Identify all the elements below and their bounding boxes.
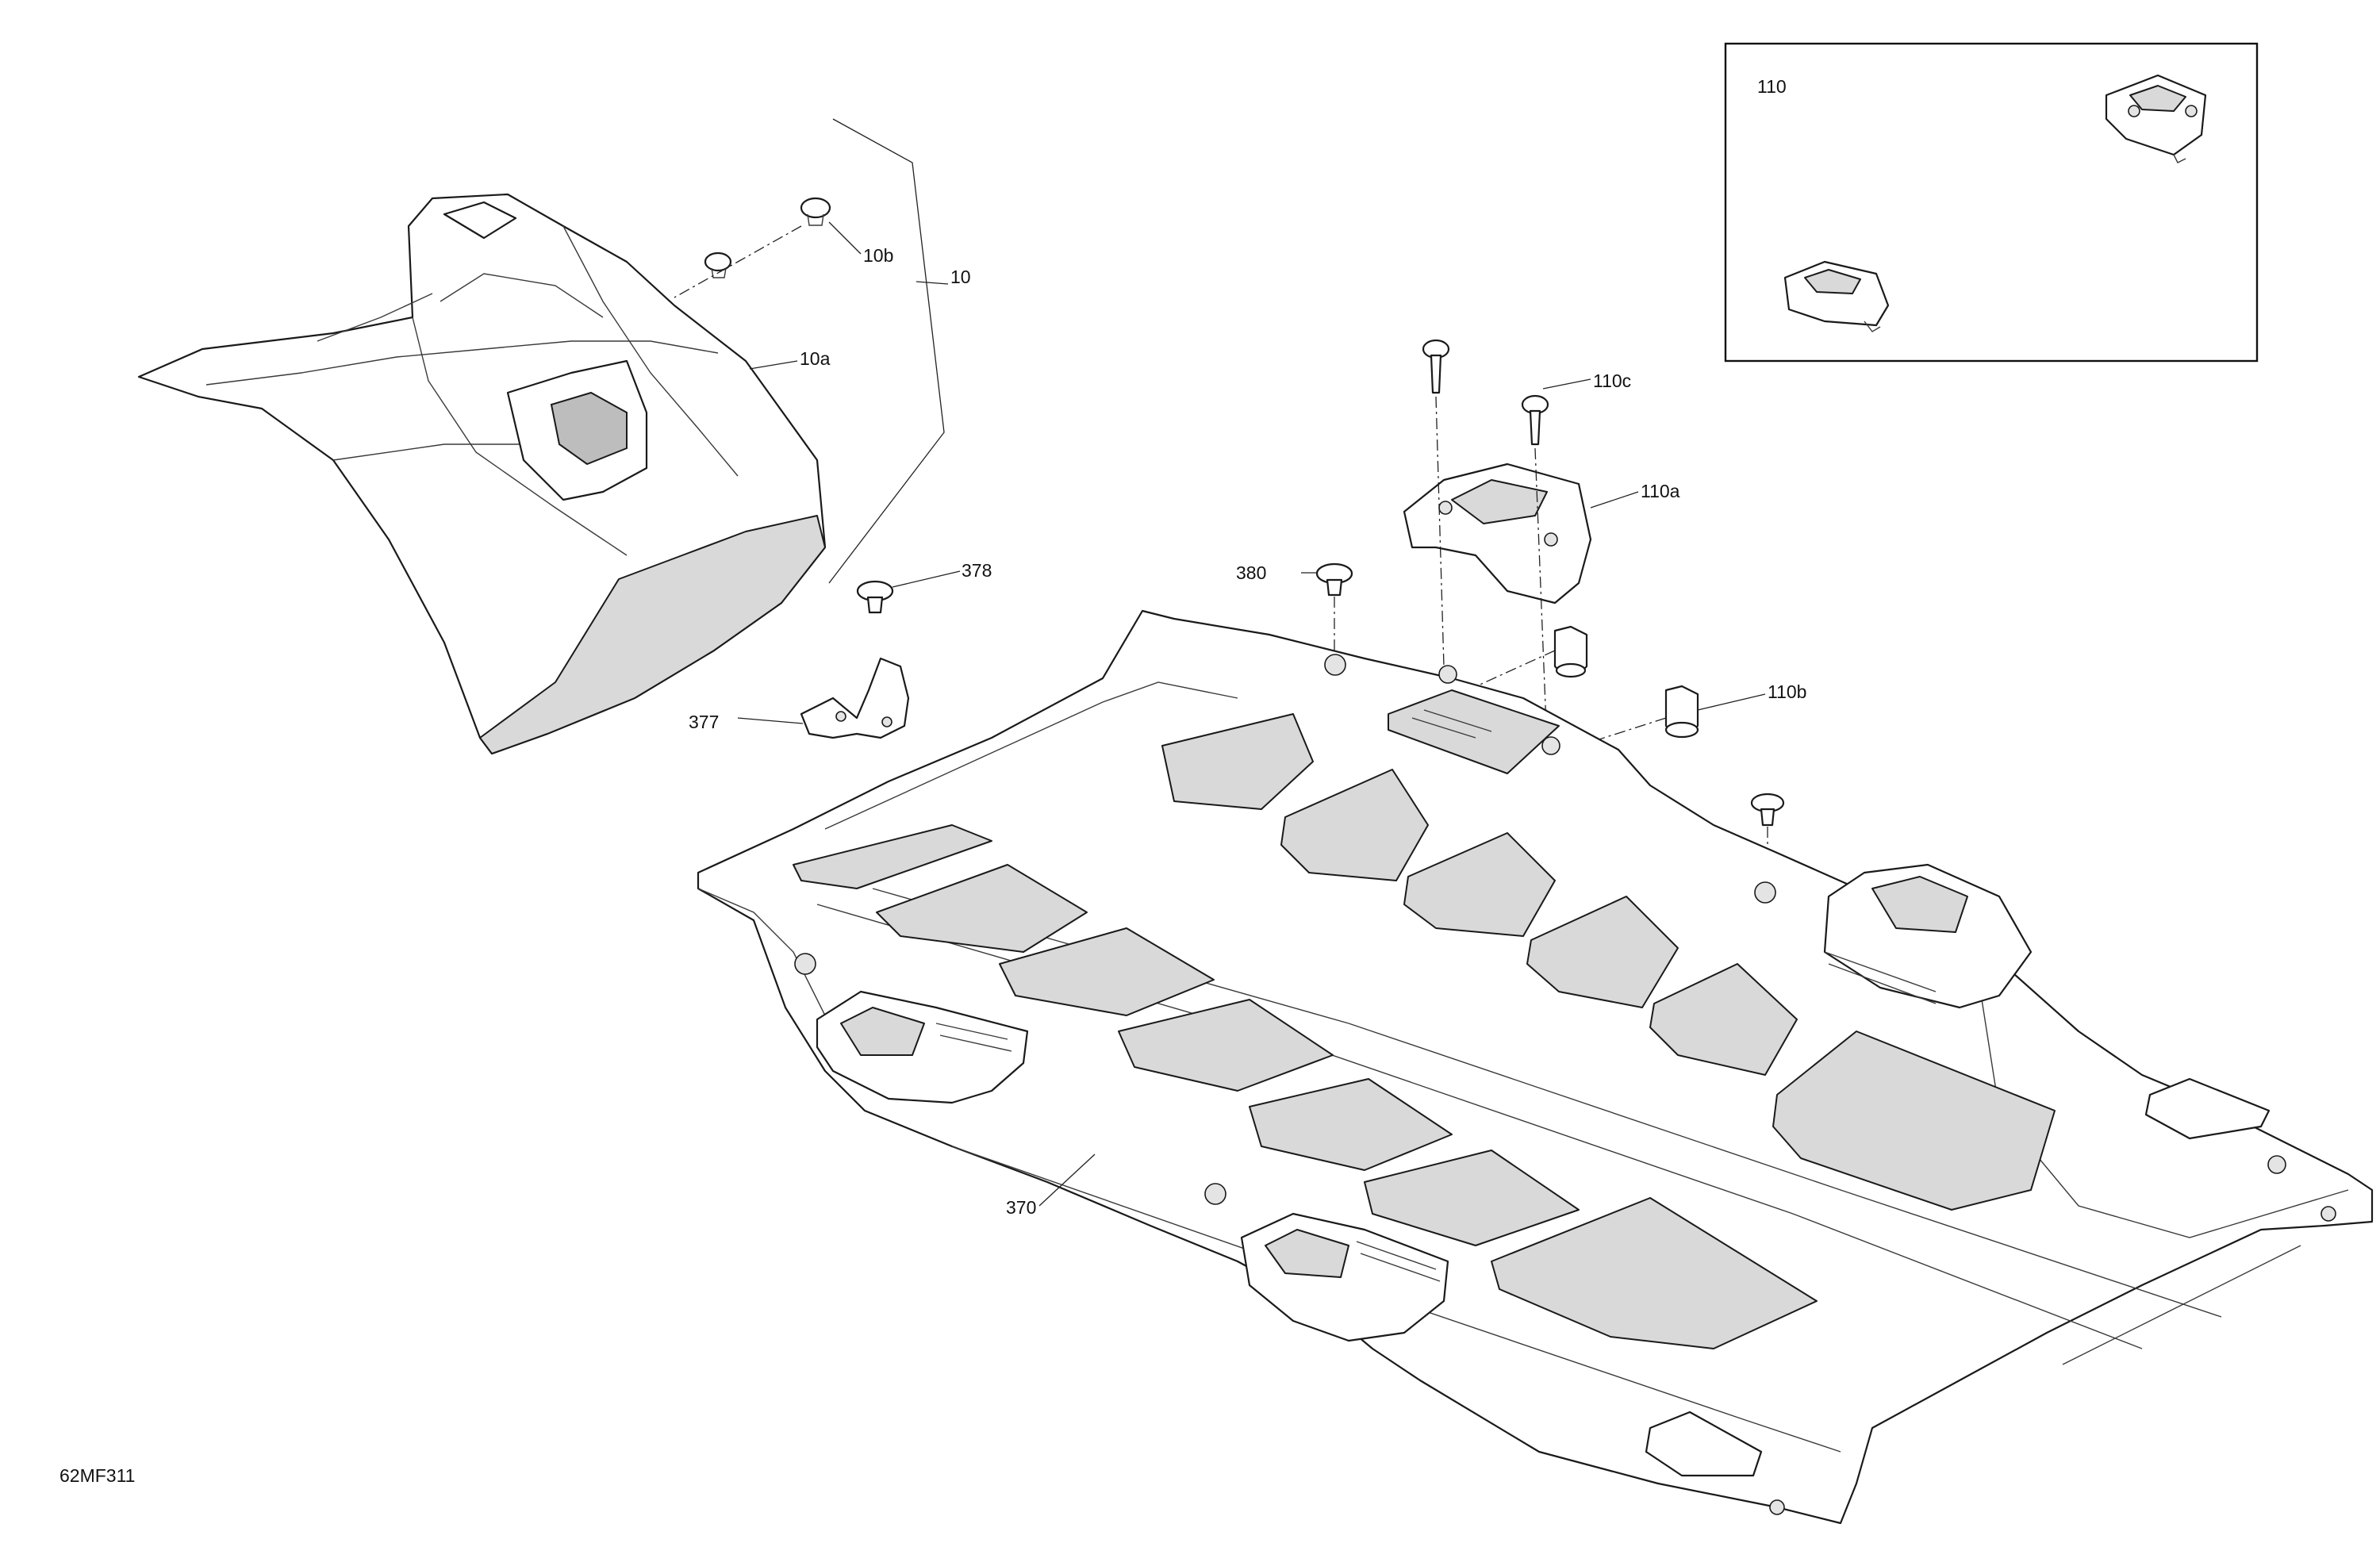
leader-110a xyxy=(1590,491,1639,509)
panel-rear-2 xyxy=(1280,769,1429,881)
callout-380: 380 xyxy=(1236,562,1266,583)
callout-370: 370 xyxy=(1006,1197,1036,1218)
panel-rear-6 xyxy=(1772,1031,2056,1211)
leader-110c xyxy=(1542,378,1591,390)
leader-378 xyxy=(892,570,961,588)
assembly-line-screw-left xyxy=(1435,396,1445,667)
panel-rear-1 xyxy=(1161,713,1314,810)
panel-front-1 xyxy=(876,864,1088,953)
panel-front-6 xyxy=(1491,1197,1818,1349)
panel-rear-4 xyxy=(1526,896,1679,1008)
panel-front-4 xyxy=(1249,1078,1453,1171)
callout-377: 377 xyxy=(689,712,719,732)
inset-panel-110 xyxy=(1724,42,2259,363)
leader-377 xyxy=(737,717,804,724)
screw-110c-left xyxy=(1422,339,1450,394)
anchor-front-right xyxy=(1240,1212,1449,1342)
rivet-380 xyxy=(1315,562,1353,597)
panel-front-5 xyxy=(1364,1150,1580,1246)
callout-110a: 110a xyxy=(1641,481,1680,501)
floor-plate-370 xyxy=(697,609,2374,1525)
assembly-line-screw-right xyxy=(1534,447,1548,747)
logo-plate-front xyxy=(1645,1411,1763,1477)
leader-10a xyxy=(749,360,798,370)
inset-bracket-upper xyxy=(2105,74,2207,163)
bracket-110a xyxy=(1403,463,1592,605)
nut-110b-left xyxy=(1553,625,1588,678)
leader-10 xyxy=(916,281,949,285)
callout-110b: 110b xyxy=(1768,681,1806,702)
panel-front-2 xyxy=(999,927,1215,1016)
callout-110c: 110c xyxy=(1593,370,1631,391)
leader-lines xyxy=(737,221,1766,1207)
inset-frame xyxy=(1724,42,2259,363)
fastener-10b-lower xyxy=(704,251,732,278)
nut-110b-right xyxy=(1664,685,1699,739)
logo-plate-right xyxy=(2144,1077,2271,1140)
leader-10b xyxy=(828,221,862,255)
assembly-line-nut-left xyxy=(1467,650,1556,691)
leader-370 xyxy=(1038,1153,1096,1207)
drawing-code: 62MF311 xyxy=(60,1465,135,1486)
panel-rear-3 xyxy=(1403,832,1556,937)
callout-10b: 10b xyxy=(863,245,893,266)
callout-378: 378 xyxy=(962,560,992,581)
seat-cover-10a xyxy=(137,193,827,755)
assembly-line-10b xyxy=(674,225,802,298)
clip-377 xyxy=(800,657,910,739)
anchor-front-left xyxy=(816,990,1029,1104)
hole-380 xyxy=(1324,654,1346,676)
slot-left xyxy=(793,824,992,889)
rivet-right xyxy=(1750,793,1785,827)
anchor-rear-right xyxy=(1823,863,2033,1009)
inset-bracket-lower xyxy=(1783,260,1890,332)
group-bracket-10 xyxy=(828,118,945,584)
logo-plate-rear xyxy=(1388,689,1560,774)
fastener-10b-top xyxy=(800,197,831,226)
screw-110c-right xyxy=(1521,394,1549,446)
rivet-378 xyxy=(856,580,894,614)
callout-10a: 10a xyxy=(800,348,831,369)
panel-rear-5 xyxy=(1649,963,1798,1076)
leader-110b xyxy=(1697,693,1766,711)
callout-110: 110 xyxy=(1757,76,1787,97)
panel-front-3 xyxy=(1118,999,1334,1092)
callout-10: 10 xyxy=(950,267,971,287)
